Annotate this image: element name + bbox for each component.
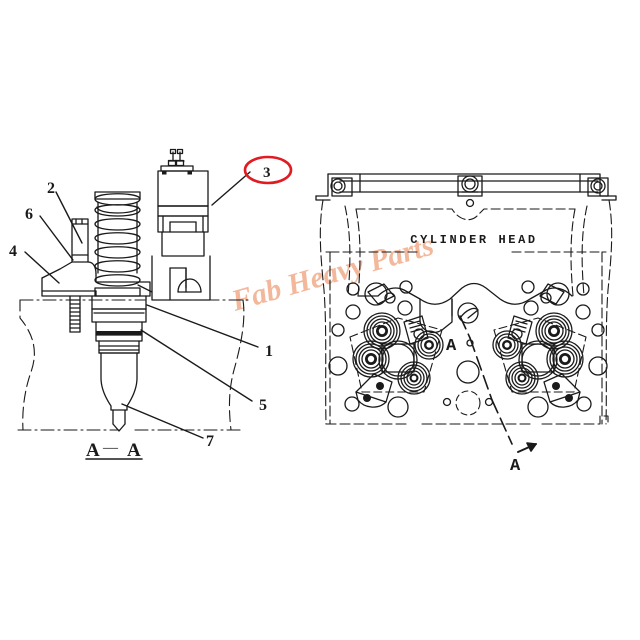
valve-spring-right-4 [492,330,522,360]
callout-label-2: 2 [47,180,55,197]
callout-label-5: 5 [259,397,267,414]
section-cut-line-A-A [459,315,537,453]
leader-1 [146,304,259,348]
callout-label-6: 6 [25,206,33,223]
leader-3 [211,171,251,206]
callout-label-1: 1 [265,343,273,360]
head-bolt-holes-lower [328,323,608,418]
callout-leaders [24,171,259,439]
valve-cluster-right [492,312,587,408]
valve-spring-right-3 [505,361,539,395]
valve-spring-right-1 [535,312,573,350]
injector-clamp [41,218,151,333]
valve-cover-rail [344,205,588,297]
callout-label-4: 4 [9,243,17,260]
injector-body [151,231,211,301]
head-outer-outline [315,173,617,208]
leader-2 [55,191,83,244]
leader-4 [24,251,60,284]
cylinder-head-assembly [315,173,617,453]
callout-3-highlight-ellipse [243,155,293,185]
valve-cluster-left [349,312,444,408]
cylinder-head-title: CYLINDER HEAD [410,233,537,247]
section-title-dash: — [102,440,119,456]
section-title-right-A: A [127,440,141,461]
head-center-ports [442,302,494,416]
head-side-walls [319,199,613,425]
leader-6 [39,215,74,261]
callout-label-3: 3 [263,165,271,181]
leader-5 [140,329,253,402]
valve-spring-left-4 [414,330,444,360]
injector-assembly [17,148,293,460]
head-section-boundary [17,299,251,431]
leader-7 [121,403,204,439]
valve-spring-left-3 [397,361,431,395]
valve-spring-left-2 [352,340,390,378]
head-bolt-holes-upper [345,280,591,320]
section-marker-upper-A: A [446,337,457,356]
section-title-left-A: A [86,440,100,461]
injector-solenoid-body [157,148,209,233]
section-marker-lower-A: A [510,457,521,476]
callout-label-7: 7 [206,433,214,450]
valve-spring-right-2 [546,340,584,378]
head-section-break-lines [19,299,245,431]
injector-nozzle-stack [91,295,147,432]
injector-spring [94,191,153,297]
